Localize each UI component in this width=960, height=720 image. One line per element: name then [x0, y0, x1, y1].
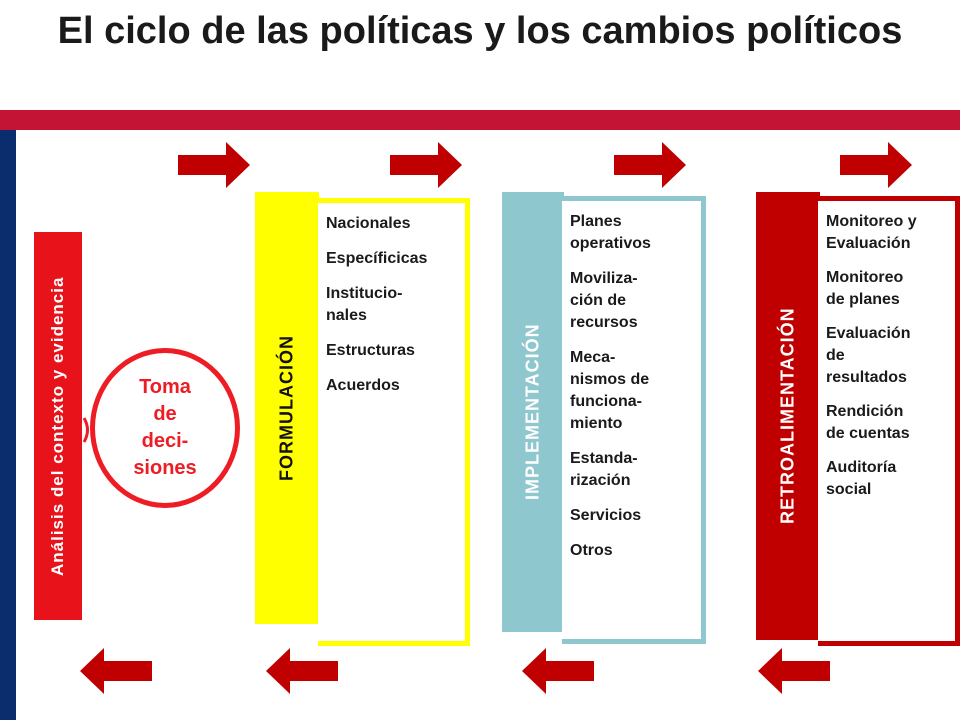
formulacion-label: FORMULACIÓN [276, 335, 297, 481]
left-band [0, 130, 16, 720]
list-item: Monitoreo de planes [826, 269, 904, 308]
list-item: Otros [570, 542, 613, 559]
formulacion-bar: FORMULACIÓN [255, 192, 319, 624]
arrow-right-icon [840, 142, 912, 188]
retroalimentacion-label: RETROALIMENTACIÓN [777, 307, 798, 525]
list-item: Planes operativos [570, 213, 651, 252]
implementacion-panel: Planes operativos Moviliza- ción de recu… [562, 196, 706, 644]
arrow-right-icon [178, 142, 250, 188]
list-item: Meca- nismos de funciona- miento [570, 349, 650, 432]
list-item: Evaluación de resultados [826, 325, 911, 386]
implementacion-bar: IMPLEMENTACIÓN [502, 192, 564, 632]
page-title: El ciclo de las políticas y los cambios … [57, 10, 903, 52]
implementacion-label: IMPLEMENTACIÓN [522, 323, 543, 501]
arrow-right-icon [614, 142, 686, 188]
list-item: Monitoreo y Evaluación [826, 213, 917, 252]
list-item: Moviliza- ción de recursos [570, 270, 638, 331]
list-item: Estructuras [326, 342, 415, 359]
list-item: Estanda- rización [570, 450, 638, 489]
list-item: Rendición de cuentas [826, 403, 910, 442]
arrow-left-icon [758, 648, 830, 694]
list-item: Institucio- nales [326, 285, 403, 324]
formulacion-panel: Nacionales Específicicas Institucio- nal… [318, 198, 470, 646]
connector-icon [83, 417, 89, 443]
arrow-left-icon [522, 648, 594, 694]
list-item: Servicios [570, 507, 642, 524]
retroalimentacion-panel: Monitoreo y Evaluación Monitoreo de plan… [818, 196, 960, 646]
list-item: Específicicas [326, 250, 428, 267]
retroalimentacion-bar: RETROALIMENTACIÓN [756, 192, 820, 640]
list-item: Nacionales [326, 215, 411, 232]
analysis-bar: Análisis del contexto y evidencia [34, 232, 82, 620]
list-item: Acuerdos [326, 377, 400, 394]
arrow-left-icon [266, 648, 338, 694]
arrow-left-icon [80, 648, 152, 694]
analysis-label: Análisis del contexto y evidencia [48, 276, 67, 576]
arrow-right-icon [390, 142, 462, 188]
list-item: Auditoría social [826, 459, 897, 498]
top-band [0, 110, 960, 130]
decision-circle: Toma de deci- siones [90, 348, 240, 508]
decision-label: Toma de deci- siones [133, 376, 197, 479]
